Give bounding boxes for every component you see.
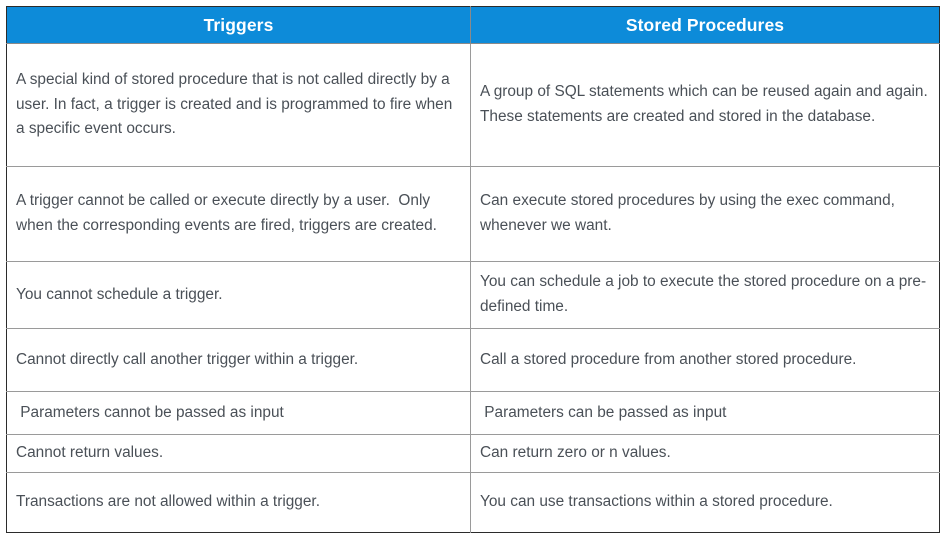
table-row: Cannot return values. Can return zero or… — [6, 434, 940, 473]
cell-triggers: Cannot return values. — [6, 434, 471, 473]
table-row: A special kind of stored procedure that … — [6, 43, 940, 167]
cell-stored-procedures: Can return zero or n values. — [470, 434, 940, 473]
table-row: Cannot directly call another trigger wit… — [6, 328, 940, 392]
column-header-stored-procedures: Stored Procedures — [470, 6, 940, 44]
column-header-triggers: Triggers — [6, 6, 471, 44]
triggers-vs-stored-procedures-table: Triggers Stored Procedures A special kin… — [6, 6, 940, 533]
table-row: You cannot schedule a trigger. You can s… — [6, 261, 940, 329]
cell-triggers: You cannot schedule a trigger. — [6, 261, 471, 329]
comparison-table-page: Triggers Stored Procedures A special kin… — [6, 6, 940, 533]
table-row: A trigger cannot be called or execute di… — [6, 166, 940, 262]
cell-stored-procedures: Parameters can be passed as input — [470, 391, 940, 435]
cell-triggers: A trigger cannot be called or execute di… — [6, 166, 471, 262]
cell-stored-procedures: Can execute stored procedures by using t… — [470, 166, 940, 262]
cell-triggers: Parameters cannot be passed as input — [6, 391, 471, 435]
cell-stored-procedures: You can schedule a job to execute the st… — [470, 261, 940, 329]
table-header: Triggers Stored Procedures — [6, 6, 940, 44]
cell-stored-procedures: Call a stored procedure from another sto… — [470, 328, 940, 392]
table-row: Transactions are not allowed within a tr… — [6, 472, 940, 533]
table-row: Parameters cannot be passed as input Par… — [6, 391, 940, 435]
cell-triggers: Transactions are not allowed within a tr… — [6, 472, 471, 533]
table-header-row: Triggers Stored Procedures — [6, 6, 940, 44]
cell-triggers: Cannot directly call another trigger wit… — [6, 328, 471, 392]
cell-stored-procedures: You can use transactions within a stored… — [470, 472, 940, 533]
table-body: A special kind of stored procedure that … — [6, 43, 940, 533]
cell-triggers: A special kind of stored procedure that … — [6, 43, 471, 167]
cell-stored-procedures: A group of SQL statements which can be r… — [480, 83, 932, 125]
